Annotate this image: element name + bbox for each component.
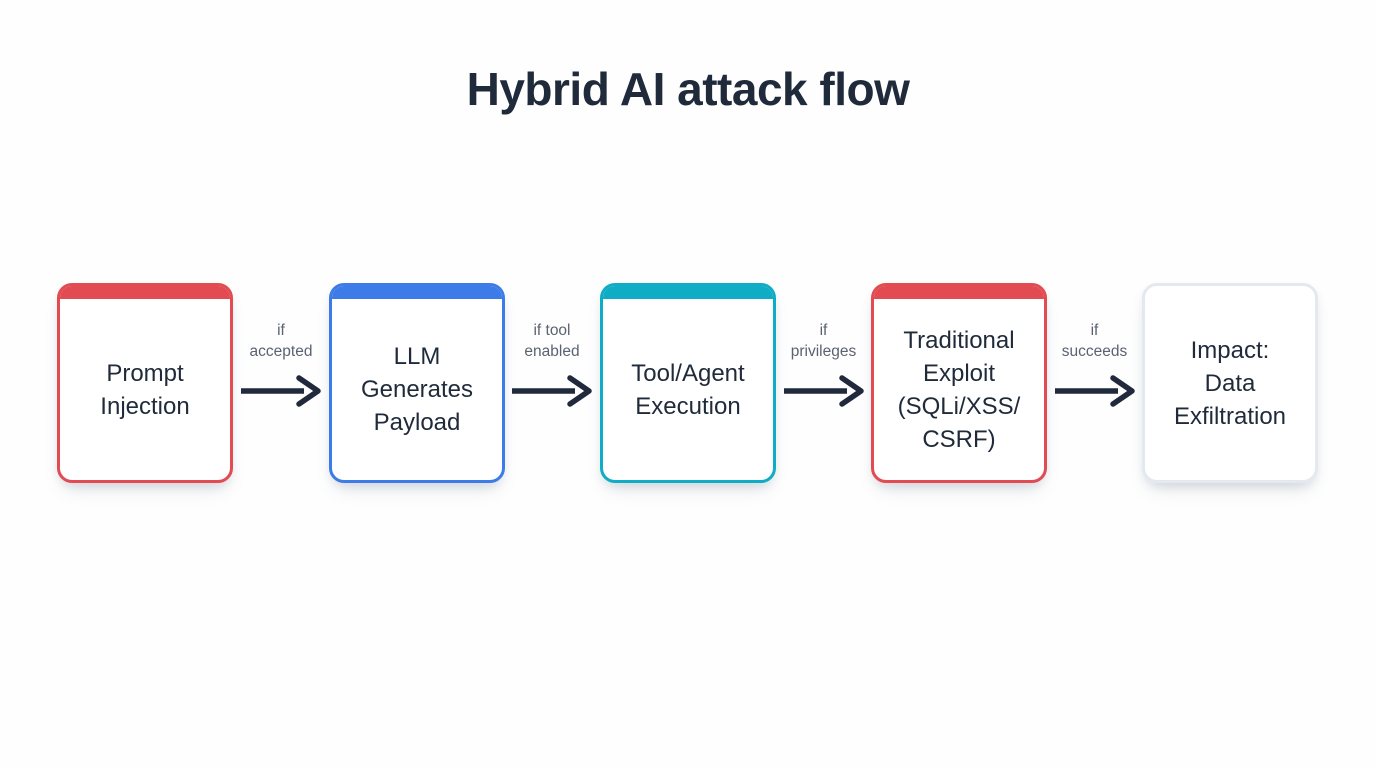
- flow-node-prompt-injection: Prompt Injection: [57, 283, 233, 483]
- node-label: Impact: Data Exfiltration: [1173, 336, 1287, 430]
- connector-label: if succeeds: [1061, 322, 1128, 360]
- flow-node-impact-data-exfiltration: Impact: Data Exfiltration: [1142, 283, 1318, 483]
- connector-label: if accepted: [249, 322, 313, 360]
- node-accent-bar: [874, 286, 1044, 299]
- flow-node-tool-agent-execution: Tool/Agent Execution: [600, 283, 776, 483]
- connector-tool-enabled: if tool enabled: [504, 320, 600, 410]
- connector-label: if tool enabled: [524, 322, 580, 360]
- node-accent-bar: [60, 286, 230, 299]
- flow-node-llm-generates-payload: LLM Generates Payload: [329, 283, 505, 483]
- arrow-right-icon: [241, 375, 321, 407]
- arrow-right-icon: [783, 375, 864, 407]
- node-label: Prompt Injection: [100, 359, 190, 420]
- node-label: Tool/Agent Execution: [631, 359, 745, 420]
- connector-accepted: if accepted: [233, 320, 329, 410]
- arrow-right-icon: [512, 375, 592, 407]
- connector-succeeds: if succeeds: [1047, 320, 1142, 410]
- node-label: Traditional Exploit (SQLi/XSS/ CSRF): [897, 326, 1021, 453]
- diagram-title: Hybrid AI attack flow: [466, 63, 910, 115]
- node-accent-bar: [603, 286, 773, 299]
- arrow-right-icon: [1054, 375, 1135, 407]
- node-label: LLM Generates Payload: [360, 343, 474, 436]
- node-accent-bar: [332, 286, 502, 299]
- flow-node-traditional-exploit: Traditional Exploit (SQLi/XSS/ CSRF): [871, 283, 1047, 483]
- connector-label: if privileges: [790, 322, 857, 360]
- connector-privileges: if privileges: [776, 320, 871, 410]
